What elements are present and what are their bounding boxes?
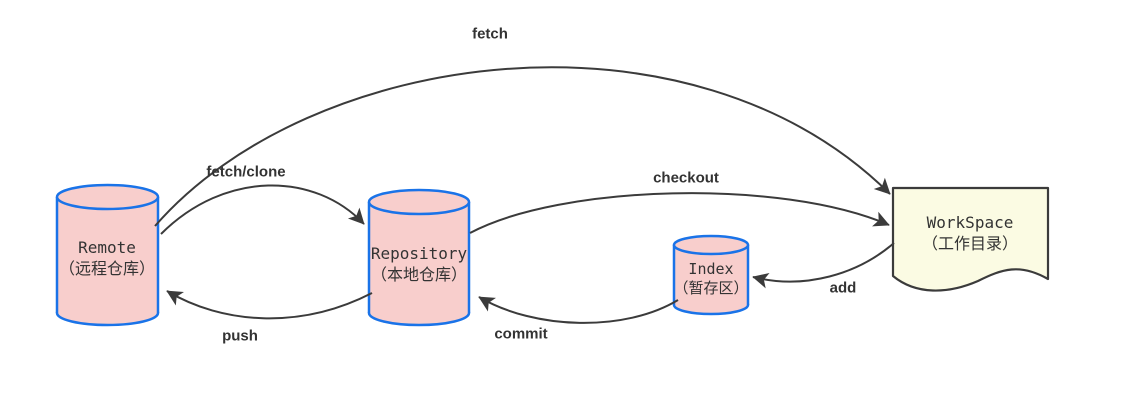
workspace-document [891, 186, 1050, 292]
edge-label-fetch: fetch [472, 25, 508, 43]
edge-fetch [154, 66, 891, 227]
edge-label-commit: commit [494, 325, 548, 343]
remote-cylinder [55, 183, 160, 327]
remote-title: Remote [78, 238, 136, 257]
repository-subtitle: （本地仓库） [370, 265, 468, 284]
index-node-label: Index （暂存区） [673, 260, 748, 298]
edge-fetch-clone [160, 184, 365, 235]
repository-cylinder [367, 188, 471, 327]
edge-push [166, 290, 373, 320]
remote-node-label: Remote （远程仓库） [59, 237, 155, 279]
index-title: Index [688, 260, 734, 278]
repository-title: Repository [370, 244, 468, 263]
edge-label-push: push [222, 327, 258, 345]
repository-node-label: Repository （本地仓库） [371, 243, 467, 285]
edge-label-add: add [829, 279, 857, 297]
index-cylinder [672, 234, 750, 316]
edge-label-fetch-clone: fetch/clone [206, 163, 286, 181]
edge-commit [478, 296, 679, 324]
workspace-subtitle: （工作目录） [921, 234, 1019, 253]
edge-label-checkout: checkout [653, 169, 719, 187]
edge-add [752, 242, 895, 289]
workspace-title: WorkSpace [926, 213, 1014, 232]
edge-checkout [469, 192, 890, 234]
remote-subtitle: （远程仓库） [58, 259, 156, 278]
index-subtitle: （暂存区） [673, 279, 749, 297]
workspace-node-label: WorkSpace （工作目录） [922, 212, 1018, 254]
